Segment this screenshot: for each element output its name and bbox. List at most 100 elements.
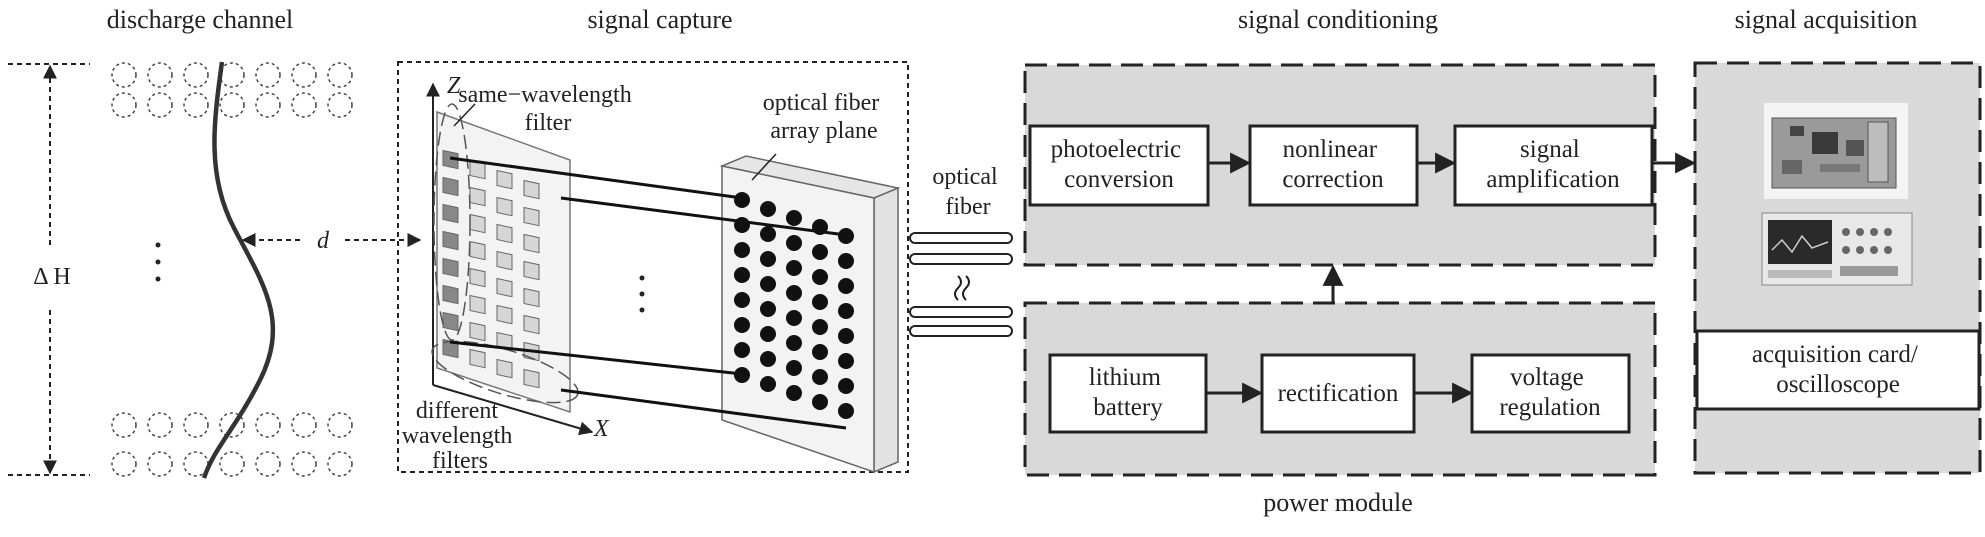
fiber-cable xyxy=(909,232,1013,244)
fiber-connection-line xyxy=(449,156,743,200)
fiber-dot xyxy=(838,378,854,394)
discharge-channel-panel: Δ H d xyxy=(8,61,422,479)
filter-square xyxy=(442,284,459,305)
nonlinear-correction-block xyxy=(1248,124,1419,207)
electrode-circle xyxy=(219,92,245,118)
nonlinear-correction-label: correction xyxy=(1282,166,1384,193)
optical-fiber-label: fiber xyxy=(945,194,990,220)
acquisition-card-block xyxy=(1695,329,1981,411)
electrode-circle xyxy=(327,62,353,88)
fiber-dot xyxy=(734,292,750,308)
filter-square xyxy=(469,321,486,342)
fiber-break-mark xyxy=(962,275,970,301)
electrode-circle xyxy=(219,412,245,438)
photoelectric-conversion-label: photoelectric xyxy=(1051,136,1182,163)
fiber-dot xyxy=(812,369,828,385)
svg-text:same−wavelength filter: same−wavelength filter xyxy=(458,82,637,136)
fiber-array-plane-side xyxy=(873,186,899,474)
electrode-circle xyxy=(147,62,173,88)
electrode-circles-top xyxy=(111,62,353,118)
power-module-label: power module xyxy=(1263,488,1412,517)
nonlinear-correction-label: nonlinear xyxy=(1283,136,1378,163)
filter-square xyxy=(469,186,486,207)
fiber-dot xyxy=(734,192,750,208)
svg-text:acquisition card/ oscill: acquisition card/ oscilloscope xyxy=(1752,341,1924,398)
fiber-break-mark xyxy=(954,275,962,301)
same-wavelength-filter-label: same−wavelength xyxy=(458,82,631,108)
filter-square xyxy=(496,223,513,244)
photoelectric-conversion-block xyxy=(1028,124,1210,207)
filter-square xyxy=(469,348,486,369)
same-wavelength-filter-outline xyxy=(433,103,471,341)
optical-fiber-label: optical xyxy=(932,164,998,190)
acquisition-card-label: acquisition card/ xyxy=(1752,341,1918,368)
lithium-battery-label: battery xyxy=(1093,394,1163,421)
fiber-dot xyxy=(760,251,776,267)
fiber-dot xyxy=(786,335,802,351)
electrode-circle xyxy=(219,451,245,477)
electrode-circle xyxy=(291,412,317,438)
x-axis-label: X xyxy=(593,416,610,442)
fiber-dot xyxy=(760,276,776,292)
filter-square xyxy=(523,368,540,389)
filter-square xyxy=(496,304,513,325)
same-wavelength-filter-label: filter xyxy=(525,110,572,136)
distance-d-label: d xyxy=(317,228,330,254)
fiber-dot xyxy=(734,367,750,383)
electrode-circle xyxy=(291,62,317,88)
svg-text:optical fiber: optical fiber xyxy=(932,164,1003,220)
rectification-block xyxy=(1260,353,1416,434)
optical-fiber-array-label: optical fiber xyxy=(763,90,880,116)
voltage-regulation-label: regulation xyxy=(1499,394,1601,421)
svg-text:optical fiber array plan: optical fiber array plane xyxy=(763,90,886,144)
power-module-panel: lithium battery rectification voltage re… xyxy=(1023,301,1657,477)
filter-square xyxy=(523,206,540,227)
lithium-battery-label: lithium xyxy=(1089,364,1162,391)
electrode-circle xyxy=(255,62,281,88)
ellipsis-dot xyxy=(639,275,645,281)
fiber-dot xyxy=(838,278,854,294)
fiber-dot xyxy=(760,351,776,367)
fiber-dot xyxy=(838,303,854,319)
z-axis-label: Z xyxy=(447,73,461,99)
electrode-circle xyxy=(183,62,209,88)
filter-square xyxy=(496,169,513,190)
heading-signal-conditioning: signal conditioning xyxy=(1238,5,1438,34)
svg-text:photoelectric conversion: photoelectric conversion xyxy=(1051,136,1188,193)
fiber-connection-line xyxy=(560,196,847,237)
electrode-circle xyxy=(183,92,209,118)
x-axis xyxy=(432,384,594,436)
electrode-circle xyxy=(111,62,137,88)
ellipsis-dot xyxy=(639,307,645,313)
electrode-circle xyxy=(327,451,353,477)
electrode-circle xyxy=(147,451,173,477)
heading-signal-acquisition: signal acquisition xyxy=(1735,5,1918,34)
electrode-circle xyxy=(111,92,137,118)
signal-amplification-block xyxy=(1453,124,1654,207)
fiber-connection-line xyxy=(560,388,847,430)
fiber-dot xyxy=(838,403,854,419)
oscilloscope-image xyxy=(1761,212,1913,286)
fiber-connection-line xyxy=(449,340,743,376)
electrode-circle xyxy=(291,451,317,477)
fiber-dot xyxy=(786,260,802,276)
filter-square xyxy=(496,250,513,271)
fiber-dot xyxy=(734,342,750,358)
signal-amplification-label: signal xyxy=(1520,136,1580,163)
heading-discharge-channel: discharge channel xyxy=(107,5,294,34)
fiber-dot xyxy=(812,344,828,360)
filter-square xyxy=(523,314,540,335)
optical-fiber-cables: optical fiber xyxy=(909,164,1013,337)
fiber-dot xyxy=(812,269,828,285)
photoelectric-conversion-label: conversion xyxy=(1064,166,1174,193)
ellipsis-dot xyxy=(155,259,161,265)
delta-h-label: Δ H xyxy=(33,264,70,290)
different-wavelength-filters-label: different xyxy=(416,398,499,424)
electrode-circles-bottom xyxy=(111,412,353,477)
svg-text:voltage regulation: voltage regulation xyxy=(1499,364,1601,421)
filter-square xyxy=(523,287,540,308)
fiber-dot xyxy=(786,235,802,251)
svg-text:signal amplification: signal amplification xyxy=(1486,136,1620,193)
electrode-circle xyxy=(111,412,137,438)
